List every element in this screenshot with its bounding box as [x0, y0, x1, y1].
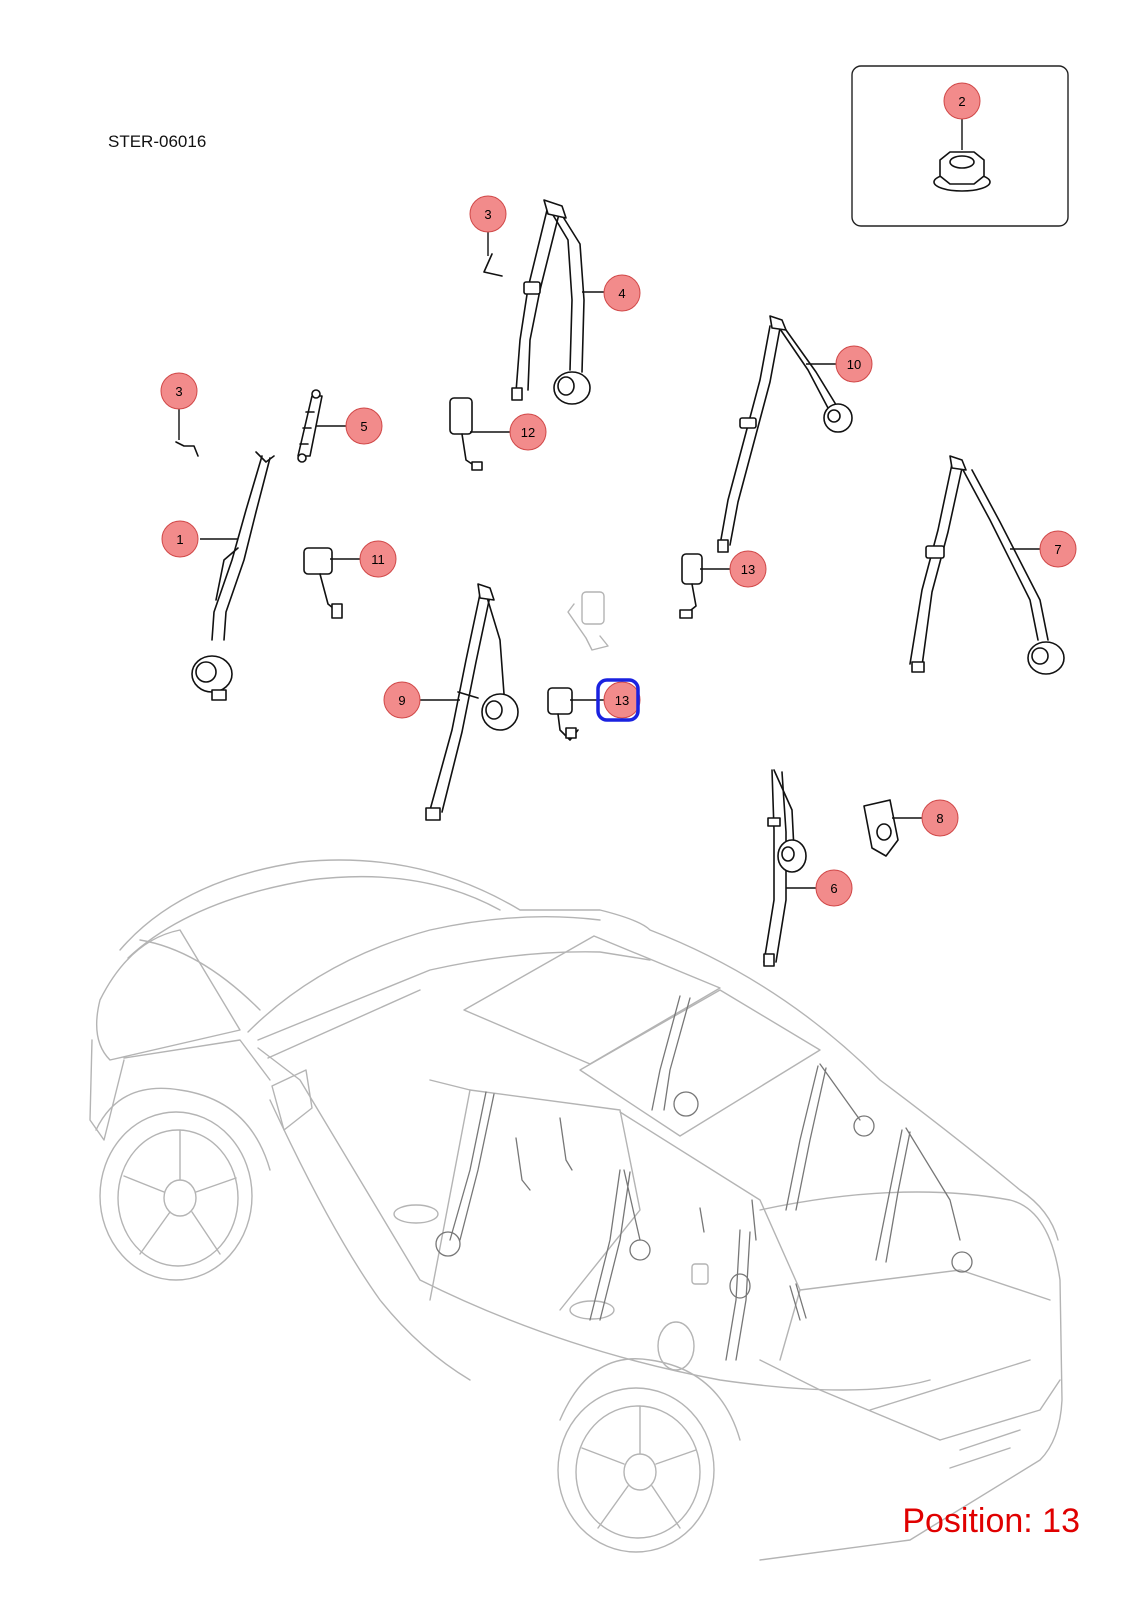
buckle-part-11[interactable]	[303, 547, 343, 619]
callout-3-top[interactable]: 3	[469, 195, 507, 233]
callout-5-number: 5	[360, 419, 367, 434]
inset-box	[851, 65, 1069, 227]
callout-9-number: 9	[398, 693, 405, 708]
callout-8-number: 8	[936, 811, 943, 826]
document-code: STER-06016	[108, 132, 207, 151]
nut-part-2[interactable]	[933, 151, 991, 192]
callout-1[interactable]: 1	[161, 520, 199, 558]
callout-13-center[interactable]: 13	[596, 678, 641, 722]
retractor-part-8[interactable]	[863, 799, 899, 857]
callout-2[interactable]: 2	[943, 82, 981, 120]
callout-10[interactable]: 10	[835, 345, 873, 383]
callout-7-number: 7	[1054, 542, 1061, 557]
seat-belt-part-10[interactable]	[717, 315, 853, 553]
callout-12[interactable]: 12	[509, 413, 547, 451]
buckle-part-13-right[interactable]	[679, 553, 703, 619]
callout-1-number: 1	[176, 532, 183, 547]
callout-11-number: 11	[371, 552, 385, 567]
callout-12-number: 12	[521, 425, 535, 440]
callout-6-number: 6	[830, 881, 837, 896]
callout-13-right-number: 13	[741, 562, 755, 577]
buckle-part-13-center[interactable]	[547, 687, 579, 741]
callout-7[interactable]: 7	[1039, 530, 1077, 568]
buckle-part-12[interactable]	[449, 397, 483, 471]
callout-2-number: 2	[958, 94, 965, 109]
callout-11[interactable]: 11	[359, 540, 397, 578]
position-label: Position: 13	[902, 1502, 1080, 1540]
highlight-box	[596, 678, 640, 722]
callout-4-number: 4	[618, 286, 625, 301]
vehicle-outline	[89, 859, 1063, 1561]
callout-3-top-number: 3	[484, 207, 491, 222]
callout-3-left-number: 3	[175, 384, 182, 399]
callout-6[interactable]: 6	[815, 869, 853, 907]
callout-3-left[interactable]: 3	[160, 372, 198, 410]
callout-10-number: 10	[847, 357, 861, 372]
seat-belt-part-7[interactable]	[909, 455, 1065, 675]
seat-belt-part-1[interactable]	[191, 451, 275, 701]
callout-4[interactable]: 4	[603, 274, 641, 312]
seat-belt-part-9[interactable]	[425, 583, 519, 821]
callout-8[interactable]: 8	[921, 799, 959, 837]
clip-part-3-top[interactable]	[483, 253, 503, 277]
callout-13-right[interactable]: 13	[729, 550, 767, 588]
callout-9[interactable]: 9	[383, 681, 421, 719]
callout-13-center-number: 13	[615, 693, 629, 708]
callout-5[interactable]: 5	[345, 407, 383, 445]
height-adjuster-part-5[interactable]	[297, 389, 323, 463]
seat-belt-part-6[interactable]	[763, 769, 807, 967]
seat-belt-part-4[interactable]	[511, 199, 591, 405]
clip-part-3-left[interactable]	[175, 441, 199, 457]
ghost-buckle	[567, 591, 609, 651]
